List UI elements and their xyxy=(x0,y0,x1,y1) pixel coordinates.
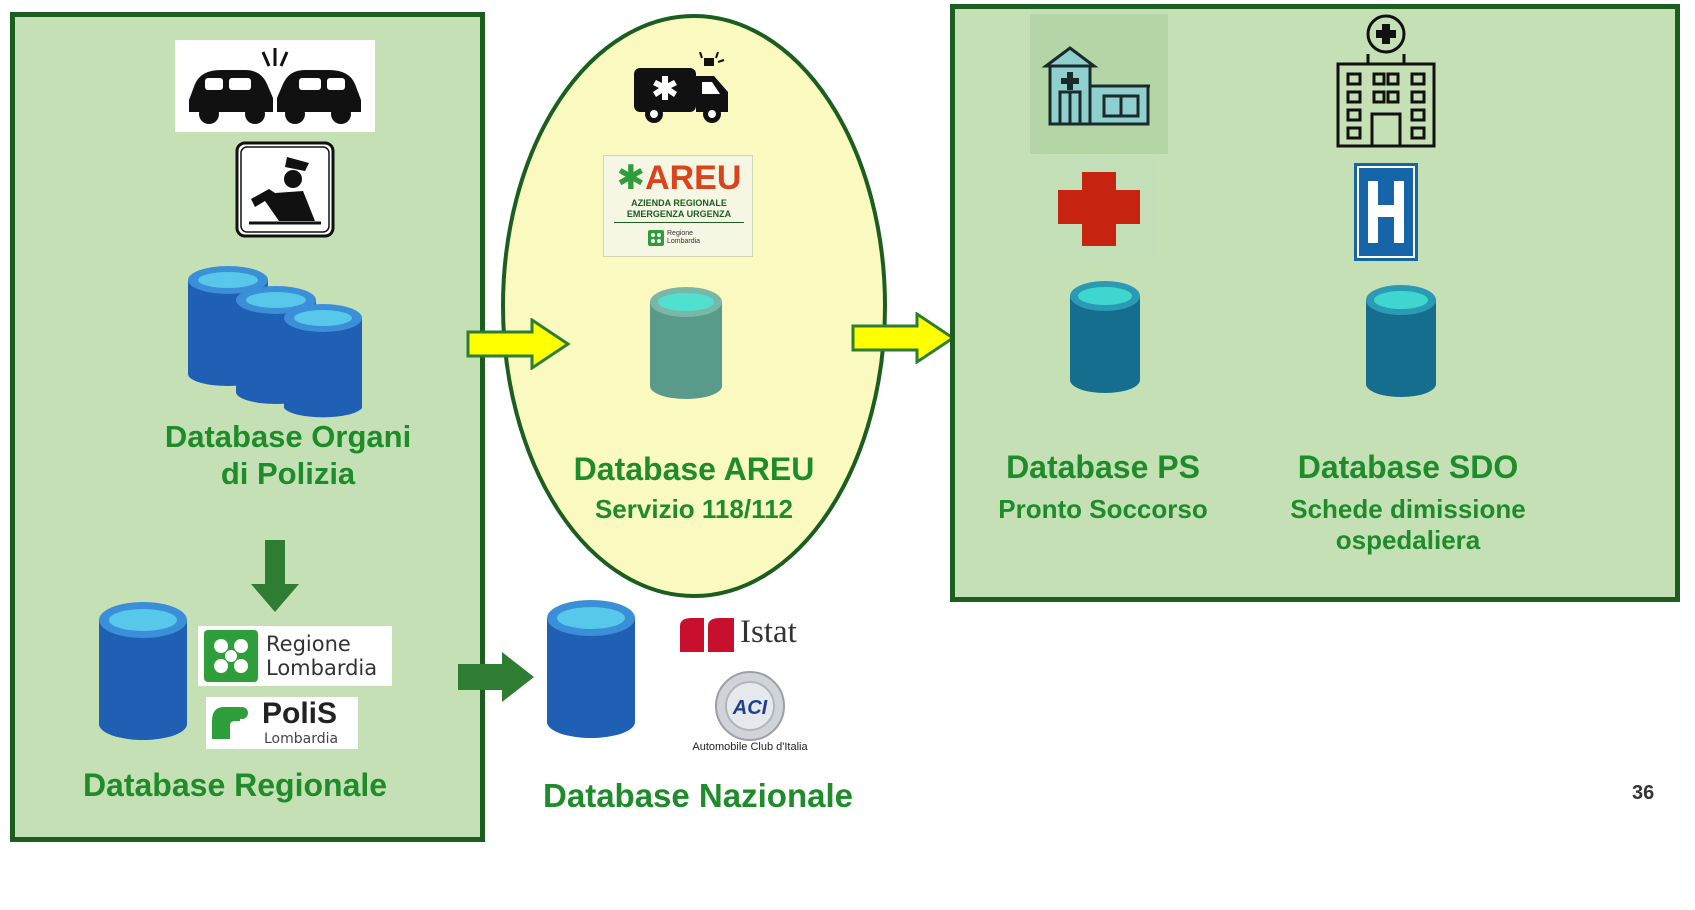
hospital-h-sign-icon xyxy=(1354,163,1418,261)
aci-initials: ACI xyxy=(732,697,768,719)
police-db-title-line1: Database Organi xyxy=(164,419,412,454)
ambulance-icon xyxy=(634,52,728,123)
yellow-arrow-to-areu xyxy=(466,318,571,370)
sdo-database-icon xyxy=(1366,285,1436,397)
ps-database-icon xyxy=(1070,281,1140,393)
national-database-icon xyxy=(547,600,635,738)
areu-logo-region-line2: Lombardia xyxy=(667,238,701,245)
areu-logo-divider xyxy=(614,222,744,223)
areu-db-title: Database AREU xyxy=(573,451,815,487)
police-databases-icon xyxy=(188,266,362,418)
green-arrow-to-national xyxy=(458,652,534,702)
istat-logo: Istat xyxy=(678,614,820,656)
ps-db-subtitle: Pronto Soccorso xyxy=(998,494,1208,524)
aci-logo: ACI xyxy=(715,671,785,741)
down-arrow xyxy=(251,540,299,612)
istat-logo-mark xyxy=(680,618,734,652)
hospital-building-icon xyxy=(1336,14,1436,148)
polis-logo-sub: Lombardia xyxy=(264,731,339,747)
areu-logo: ✱AREU AZIENDA REGIONALE EMERGENZA URGENZ… xyxy=(603,155,753,257)
sdo-db-subtitle: Schede dimissione ospedaliera xyxy=(1258,494,1558,556)
polis-logo-name: PoliS xyxy=(262,697,338,730)
regione-logo-line2: Lombardia xyxy=(266,656,378,680)
polis-logo: PoliS Lombardia xyxy=(206,697,358,749)
page-number: 36 xyxy=(1632,782,1655,804)
police-db-title: Database Organi di Polizia xyxy=(130,418,446,492)
regional-db-title: Database Regionale xyxy=(82,767,388,803)
regione-lombardia-logo: Regione Lombardia xyxy=(198,626,392,686)
istat-label: Istat xyxy=(740,614,797,650)
sdo-db-subtitle-line1: Schede dimissione xyxy=(1290,494,1526,524)
ps-db-title: Database PS xyxy=(1006,449,1200,485)
areu-database-icon xyxy=(650,287,722,399)
areu-logo-region-line1: Regione xyxy=(667,230,694,237)
areu-logo-region-icon xyxy=(648,230,664,246)
police-db-title-line2: di Polizia xyxy=(220,456,356,492)
aci-label: Automobile Club d'Italia xyxy=(692,741,808,753)
areu-logo-name: ✱AREU xyxy=(616,159,742,197)
areu-logo-line1: AZIENDA REGIONALE xyxy=(631,198,727,208)
areu-db-subtitle: Servizio 118/112 xyxy=(594,494,794,524)
sdo-db-subtitle-line2: ospedaliera xyxy=(1335,525,1481,556)
red-cross-icon xyxy=(1040,156,1158,260)
areu-logo-line2: EMERGENZA URGENZA xyxy=(626,209,732,219)
areu-logo-name-text: AREU xyxy=(645,159,742,197)
clinic-icon xyxy=(1030,14,1168,154)
regione-logo-line1: Regione xyxy=(266,632,351,656)
police-officer-icon xyxy=(235,141,335,238)
car-crash-icon xyxy=(175,40,375,132)
national-db-title: Database Nazionale xyxy=(543,777,853,814)
regional-database-icon xyxy=(99,602,187,740)
yellow-arrow-to-hospital xyxy=(851,312,956,364)
sdo-db-title: Database SDO xyxy=(1297,449,1519,485)
